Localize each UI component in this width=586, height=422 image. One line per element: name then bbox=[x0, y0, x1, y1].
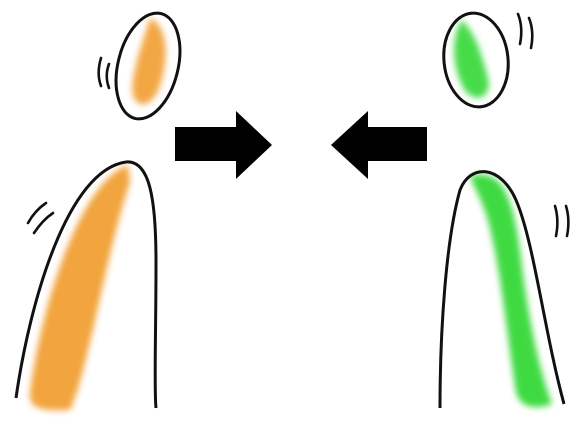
left-figure-head bbox=[106, 6, 190, 125]
left-figure-body bbox=[16, 162, 156, 410]
left-head-motion-lines bbox=[99, 58, 109, 88]
left-body-motion-lines bbox=[28, 203, 53, 233]
arrow-left-icon bbox=[331, 111, 427, 179]
left-figure bbox=[16, 6, 190, 410]
right-figure-head bbox=[439, 10, 512, 110]
right-figure-body bbox=[440, 172, 564, 408]
right-figure bbox=[439, 10, 568, 408]
arrow-right-icon bbox=[175, 111, 272, 179]
right-body-motion-lines bbox=[555, 206, 568, 236]
right-head-motion-lines bbox=[518, 14, 532, 48]
